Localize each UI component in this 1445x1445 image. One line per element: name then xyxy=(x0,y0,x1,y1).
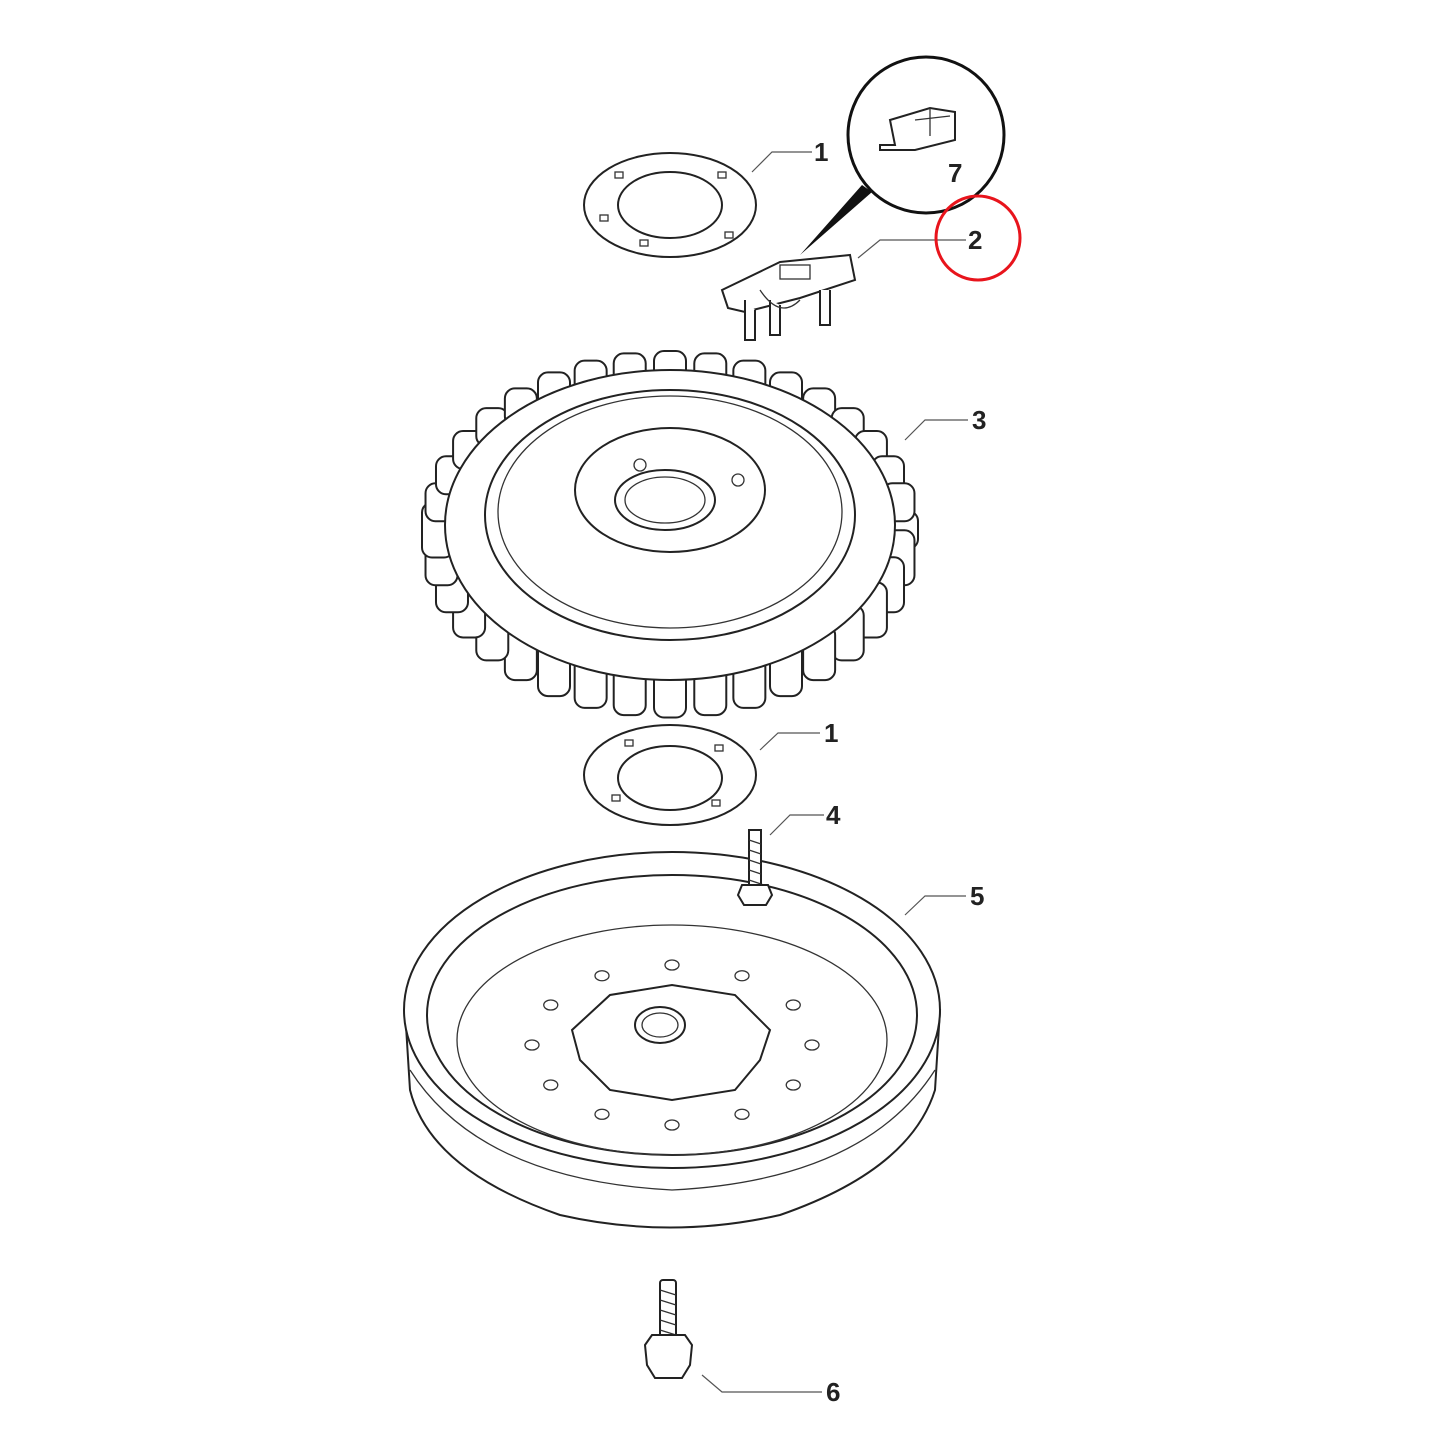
connector-part[interactable] xyxy=(720,253,857,341)
rotor-hole xyxy=(785,999,801,1011)
rotor-hole xyxy=(664,959,680,971)
clip-part[interactable] xyxy=(879,106,956,151)
rotor-bolt[interactable] xyxy=(643,1279,694,1379)
label-1-bottom[interactable]: 1 xyxy=(824,718,838,748)
label-1-top[interactable]: 1 xyxy=(814,137,828,167)
rotor-hole xyxy=(594,970,610,982)
ring-part-top[interactable] xyxy=(583,152,757,258)
highlight-circle xyxy=(934,194,1022,282)
leader-line-6 xyxy=(701,1374,822,1393)
leader-line-3 xyxy=(904,419,968,441)
rotor-hole xyxy=(594,1108,610,1120)
stator-bolt[interactable] xyxy=(736,829,774,906)
label-6[interactable]: 6 xyxy=(826,1377,840,1407)
rotor-hole xyxy=(543,999,559,1011)
leader-line-1-top xyxy=(751,151,812,173)
label-5[interactable]: 5 xyxy=(970,881,984,911)
ring-part-bottom[interactable] xyxy=(583,724,757,826)
rotor-hole xyxy=(734,1108,750,1120)
leader-line-5 xyxy=(904,895,966,916)
leader-line-4 xyxy=(769,814,824,836)
label-3[interactable]: 3 xyxy=(972,405,986,435)
rotor-hole xyxy=(785,1079,801,1091)
rotor-part[interactable] xyxy=(403,851,942,1229)
rotor-hole xyxy=(543,1079,559,1091)
rotor-hole xyxy=(524,1039,540,1051)
rotor-hole xyxy=(804,1039,820,1051)
leader-line-2 xyxy=(857,239,966,259)
label-7[interactable]: 7 xyxy=(948,158,962,188)
detail-callout xyxy=(800,55,1006,255)
label-4[interactable]: 4 xyxy=(826,800,841,830)
rotor-hole xyxy=(664,1119,680,1131)
rotor-hole xyxy=(734,970,750,982)
label-2[interactable]: 2 xyxy=(968,225,982,255)
leader-line-1-bottom xyxy=(759,732,820,751)
stator-part[interactable] xyxy=(421,350,919,719)
